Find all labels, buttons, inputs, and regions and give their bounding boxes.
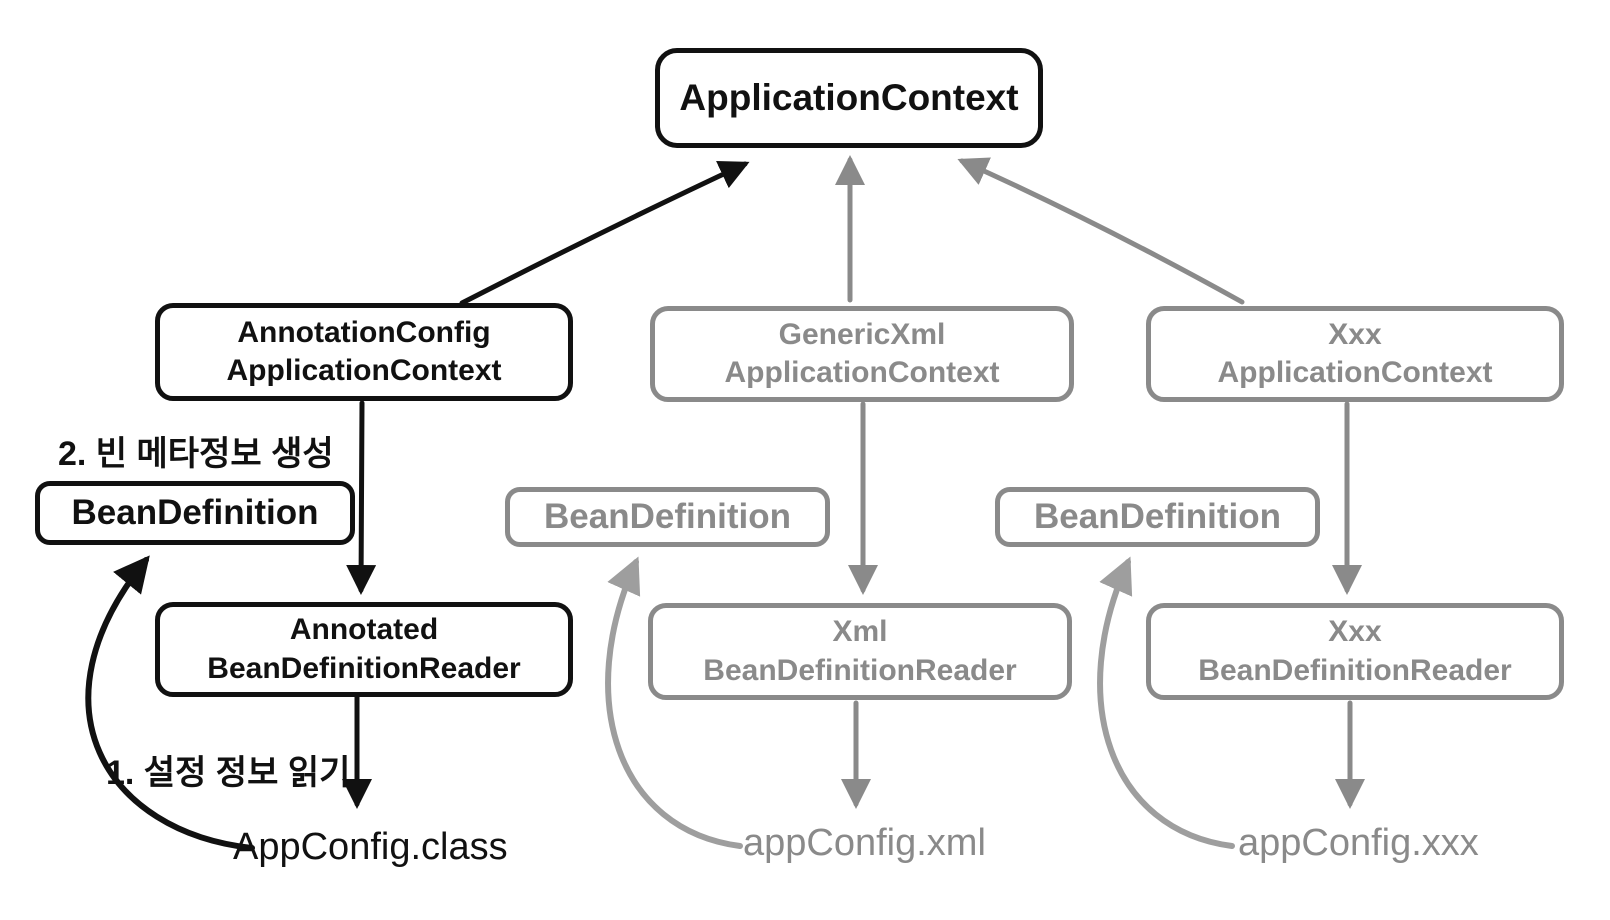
arrow-appconfigclass-to-beandefinition-left bbox=[85, 555, 255, 851]
node-xml-bean-definition-reader: Xml BeanDefinitionReader bbox=[648, 603, 1072, 700]
node-generic-xml-application-context: GenericXml ApplicationContext bbox=[650, 306, 1074, 402]
arrow-appconfigxxx-to-beandefinition-right bbox=[1097, 556, 1235, 849]
annotation-step1-read-config: 1. 설정 정보 읽기 bbox=[106, 754, 351, 792]
node-xxx-application-context: Xxx ApplicationContext bbox=[1146, 306, 1564, 402]
node-bean-definition-right: BeanDefinition bbox=[995, 487, 1320, 547]
label-appconfig-xxx: appConfig.xxx bbox=[1238, 822, 1479, 864]
node-bean-definition-middle: BeanDefinition bbox=[505, 487, 830, 547]
annotation-step2-create-bean-metadata: 2. 빈 메타정보 생성 bbox=[58, 435, 334, 473]
arrow-xxxcontext-to-applicationcontext bbox=[957, 157, 1245, 305]
label-appconfig-class: AppConfig.class bbox=[233, 826, 508, 868]
arrow-annotationconfig-to-applicationcontext bbox=[459, 160, 750, 306]
node-annotation-config-application-context: AnnotationConfig ApplicationContext bbox=[155, 303, 573, 401]
arrow-annotationconfig-to-annotatedreader bbox=[346, 400, 377, 595]
node-xxx-bean-definition-reader: Xxx BeanDefinitionReader bbox=[1146, 603, 1564, 700]
node-application-context: ApplicationContext bbox=[655, 48, 1043, 148]
label-appconfig-xml: appConfig.xml bbox=[743, 822, 986, 864]
node-annotated-bean-definition-reader: Annotated BeanDefinitionReader bbox=[155, 602, 573, 697]
node-bean-definition-left: BeanDefinition bbox=[35, 481, 355, 545]
arrow-appconfigxml-to-beandefinition-middle bbox=[605, 556, 743, 849]
